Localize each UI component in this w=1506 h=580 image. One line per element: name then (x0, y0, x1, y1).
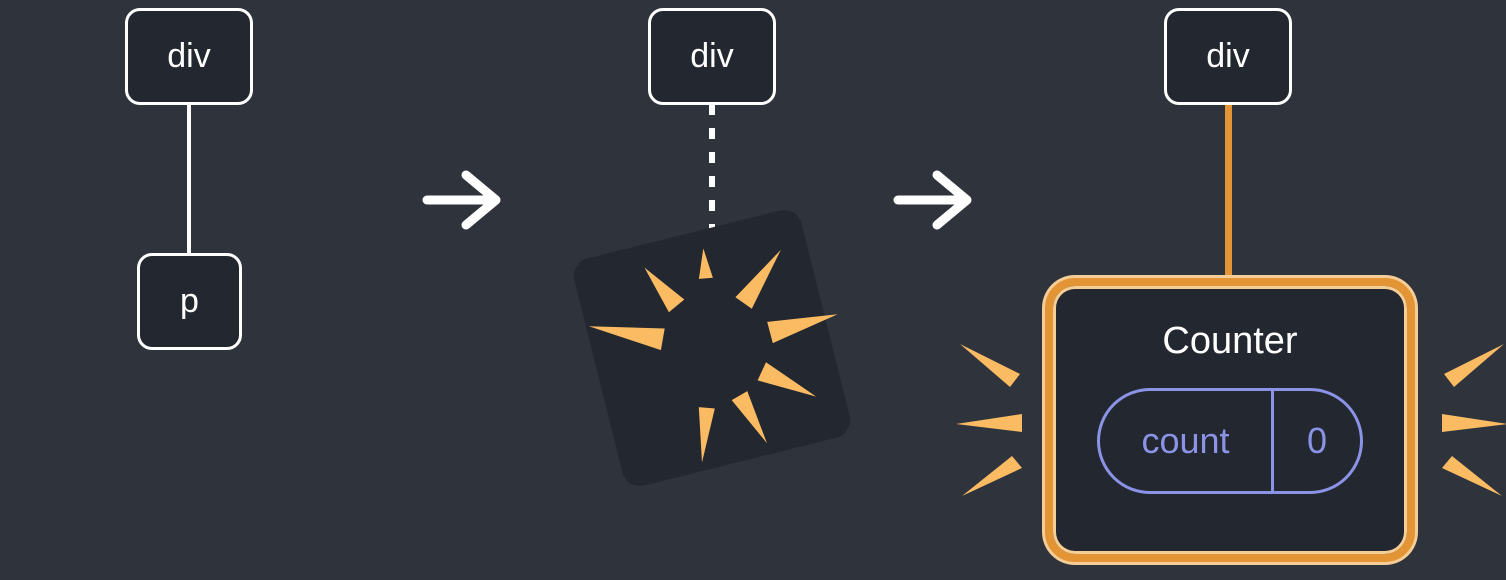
dom-node-label: p (180, 282, 199, 320)
state-key-label: count (1141, 420, 1230, 461)
right-arrow-icon (422, 170, 501, 230)
dom-node-label: div (1206, 37, 1250, 75)
emphasis-sparks-icon (1442, 344, 1506, 496)
dom-node-label: div (167, 37, 211, 75)
pill-divider (1271, 391, 1274, 491)
dom-node-p: p (137, 253, 242, 350)
dom-node-label: div (690, 37, 734, 75)
component-title: Counter (1162, 320, 1298, 362)
hydrated-edge (1225, 100, 1232, 286)
spark-burst-icon (588, 248, 838, 463)
counter-component: Counter count 0 (1045, 278, 1415, 562)
dom-node-div: div (125, 8, 253, 105)
dom-node-div: div (648, 8, 776, 105)
state-value: 0 (1306, 420, 1328, 461)
emphasis-sparks-icon (956, 344, 1022, 496)
parent-child-edge (187, 100, 191, 256)
dom-node-div: div (1164, 8, 1292, 105)
state-pill: count 0 (1097, 388, 1363, 494)
right-arrow-icon (893, 170, 972, 230)
